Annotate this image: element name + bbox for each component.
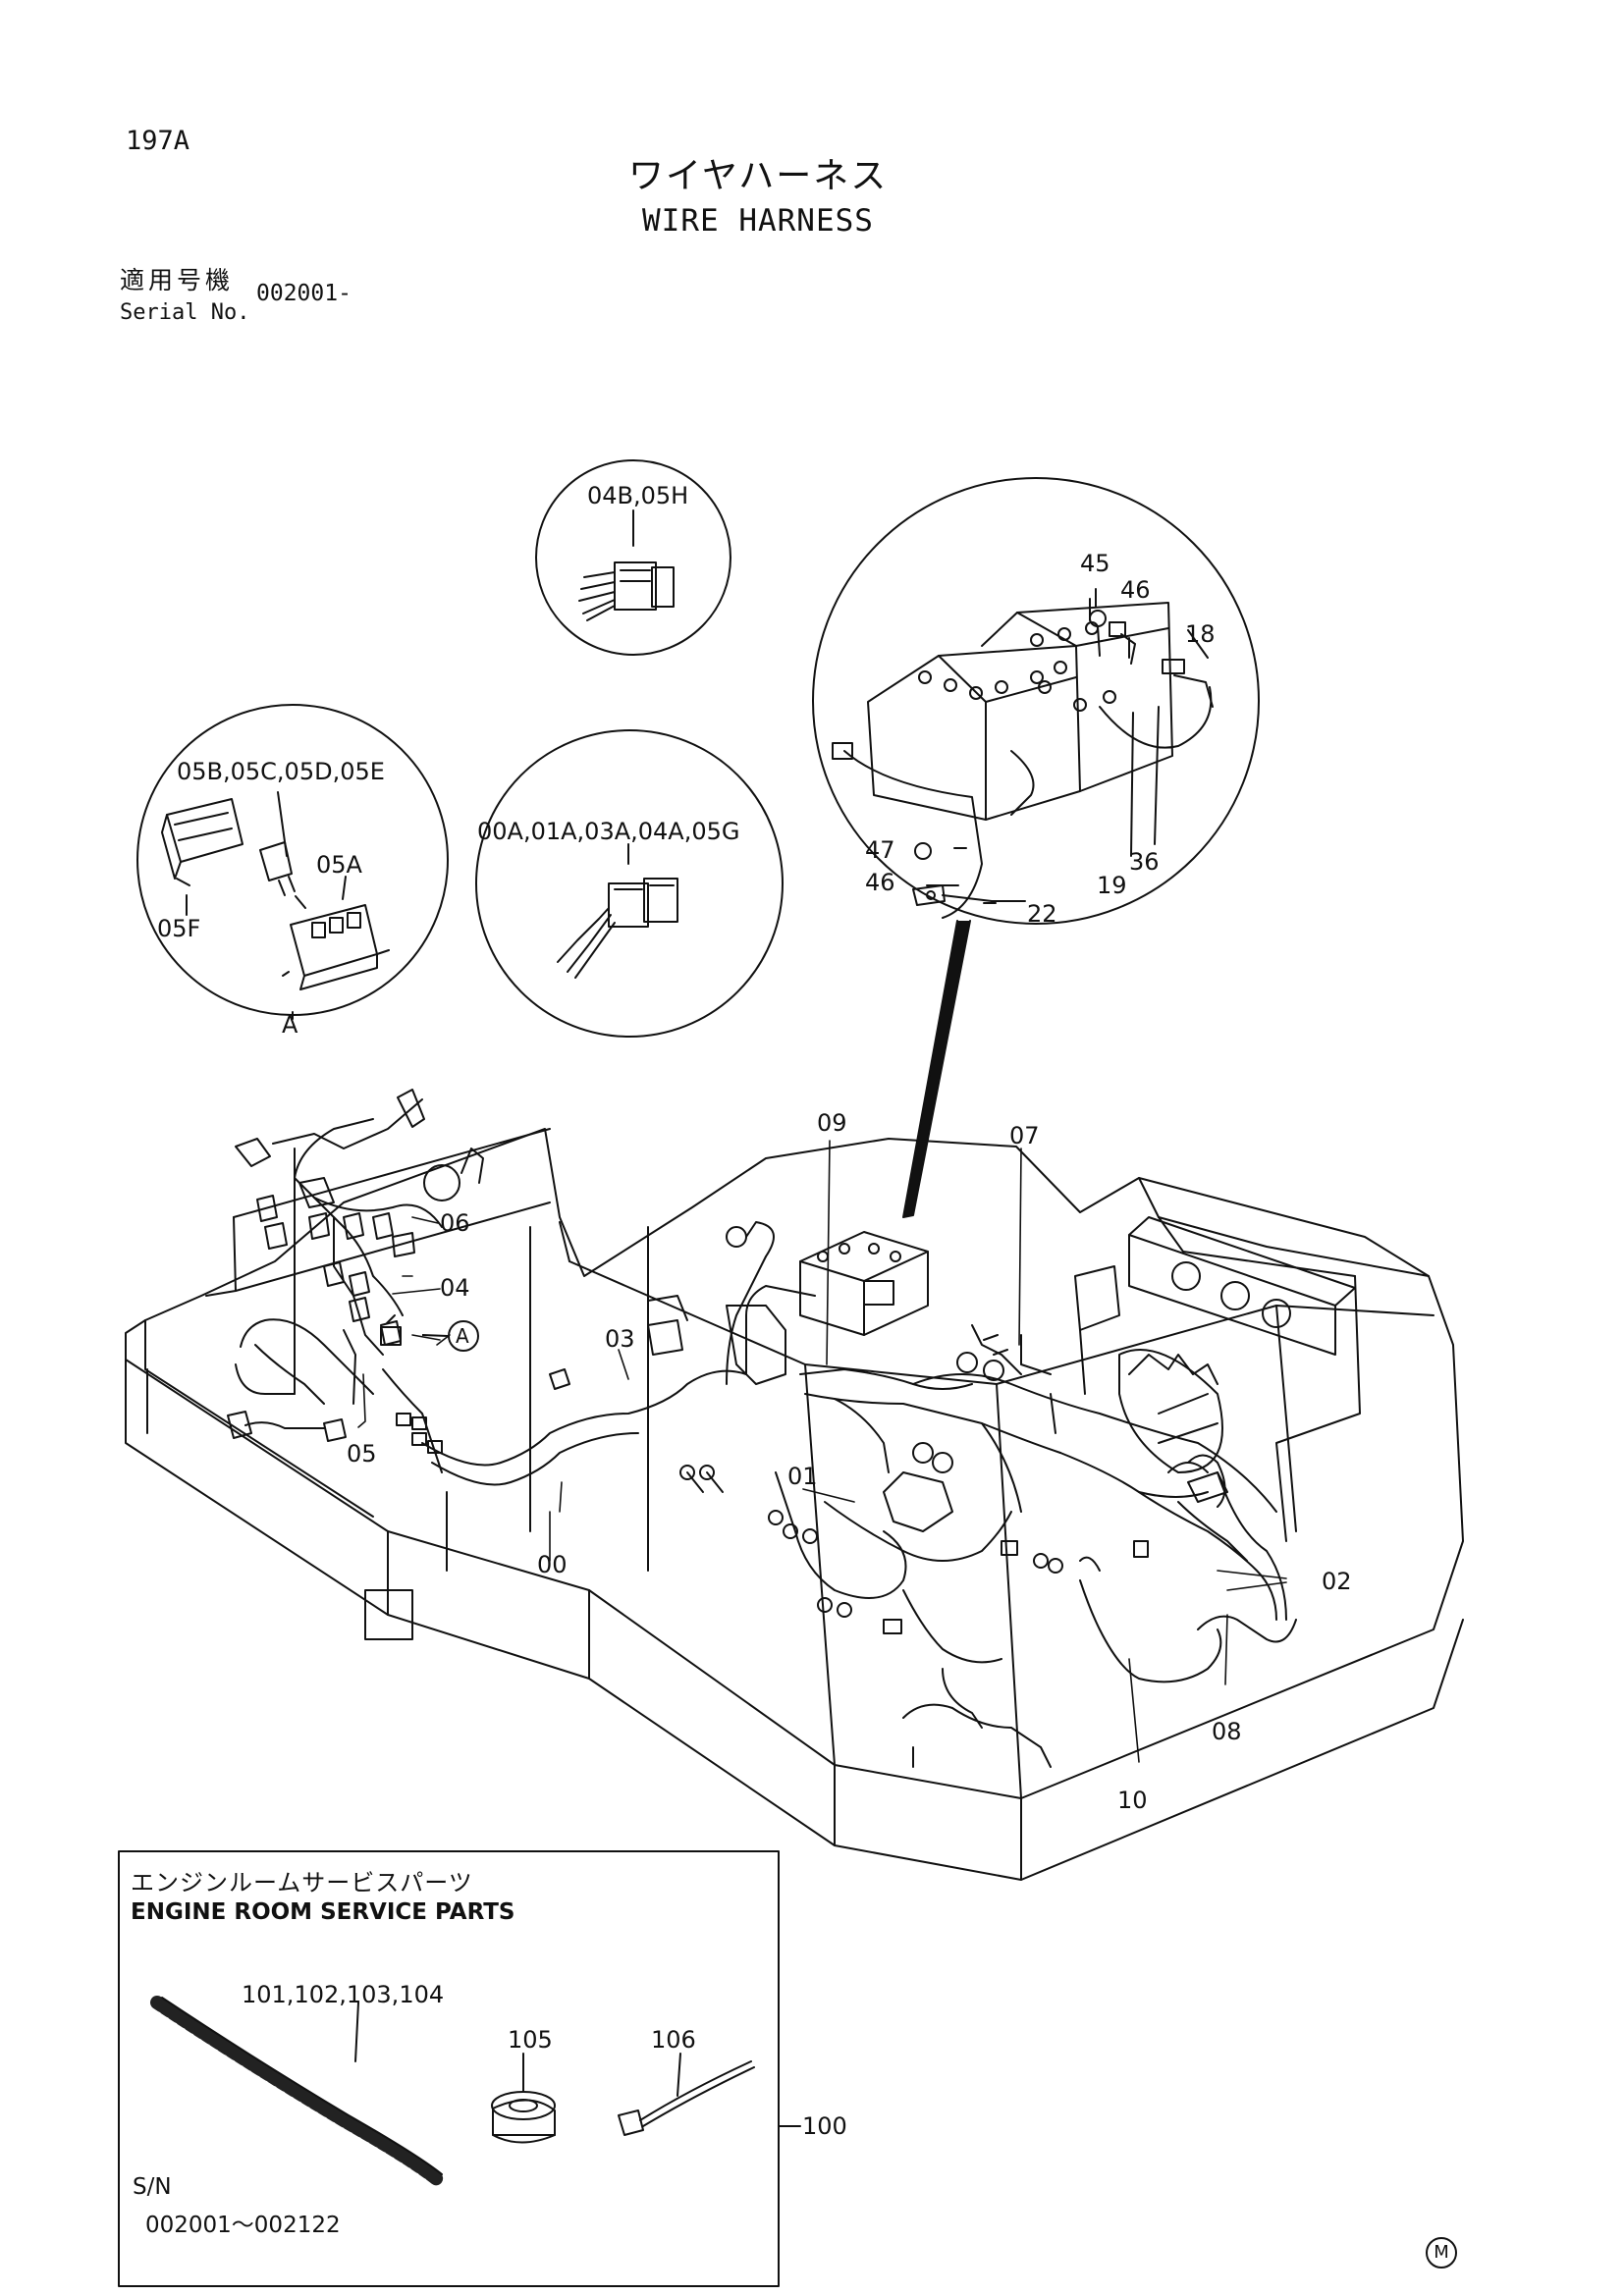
callout-18: 18 <box>1185 620 1216 648</box>
callout-46-top: 46 <box>1120 576 1151 604</box>
callout-08: 08 <box>1212 1718 1242 1745</box>
title-japanese: ワイヤハーネス <box>628 156 889 196</box>
callout-36: 36 <box>1129 848 1160 876</box>
service-parts-title-english: ENGINE ROOM SERVICE PARTS <box>131 1899 515 1925</box>
serial-label-english: Serial No. <box>120 300 250 325</box>
callout-a-detail: A <box>282 1011 298 1039</box>
callout-04b-05h: 04B,05H <box>587 482 689 509</box>
engine <box>1074 1216 1356 1473</box>
machine-frame <box>125 1128 1464 1881</box>
callout-01: 01 <box>787 1463 818 1490</box>
callout-47: 47 <box>865 836 895 864</box>
callout-09: 09 <box>817 1109 847 1137</box>
title-english: WIRE HARNESS <box>642 203 874 239</box>
callout-10: 10 <box>1117 1787 1148 1814</box>
detail-circle-battery <box>812 477 1260 925</box>
detail-circle-00a-connector <box>475 729 784 1038</box>
sn-label: S/N <box>133 2174 172 2200</box>
cab-console <box>235 1089 484 1405</box>
callout-101-104: 101,102,103,104 <box>242 1981 445 2008</box>
callout-00: 00 <box>537 1551 568 1578</box>
callout-19: 19 <box>1097 872 1127 899</box>
battery-box <box>799 1231 929 1336</box>
callout-05a: 05A <box>316 851 362 879</box>
serial-label-japanese: 適用号機 <box>120 266 235 294</box>
callout-02: 02 <box>1322 1568 1352 1595</box>
callout-22: 22 <box>1027 900 1057 928</box>
detail-circle-04b-05h <box>535 459 731 656</box>
detail-circle-switch-group <box>136 704 449 1020</box>
page-code: 197A <box>126 126 190 156</box>
callout-03: 03 <box>605 1325 635 1353</box>
harness-connectors <box>227 1226 1226 1634</box>
callout-105: 105 <box>508 2026 553 2054</box>
service-parts-box <box>118 1850 801 2287</box>
callout-05b-05e: 05B,05C,05D,05E <box>177 758 385 785</box>
sn-range: 002001～002122 <box>145 2213 341 2238</box>
battery-leader <box>902 920 971 1218</box>
callout-06: 06 <box>440 1209 470 1237</box>
callout-46-bottom: 46 <box>865 869 895 896</box>
callout-106: 106 <box>651 2026 696 2054</box>
leader-lines <box>357 1140 1287 1763</box>
callout-07: 07 <box>1009 1122 1040 1149</box>
callout-100: 100 <box>802 2112 847 2140</box>
callout-05: 05 <box>347 1440 377 1468</box>
serial-value: 002001- <box>256 281 352 306</box>
service-parts-title-japanese: エンジンルームサービスパーツ <box>131 1869 473 1896</box>
callout-45: 45 <box>1080 550 1110 577</box>
a-reference-circle <box>421 1320 479 1352</box>
callout-a-reference: A <box>456 1324 469 1348</box>
callout-04: 04 <box>440 1274 470 1302</box>
callout-00a-group: 00A,01A,03A,04A,05G <box>477 818 740 845</box>
harness-runs <box>235 1221 1297 1768</box>
m-mark: M <box>1426 2237 1457 2269</box>
callout-05f: 05F <box>157 915 201 942</box>
